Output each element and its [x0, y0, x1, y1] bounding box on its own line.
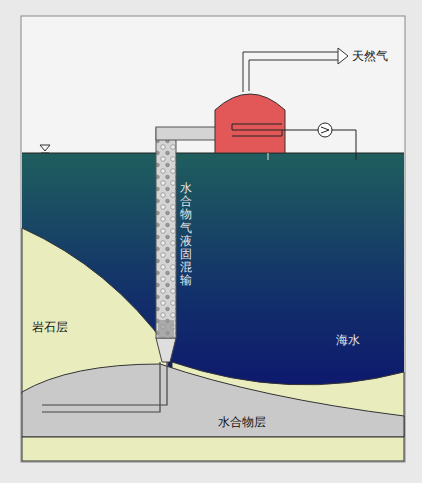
base-layer [22, 437, 404, 461]
horizontal-well [42, 362, 167, 405]
heat-coil [232, 124, 282, 136]
sea-surface [22, 153, 404, 154]
riser-pipe [156, 127, 217, 140]
pump-symbol [318, 123, 332, 137]
water-line [332, 130, 356, 160]
water-level-mark [40, 145, 50, 151]
seawater [22, 153, 404, 437]
rock-label: 岩石层 [32, 320, 68, 334]
gas-pipe [249, 60, 338, 91]
well-cone [156, 338, 176, 362]
gas-label: 天然气 [352, 49, 388, 63]
frame [21, 16, 405, 462]
gas-arrow [338, 48, 348, 64]
seawater-label: 海水 [336, 333, 360, 347]
flow-label: 水合物气液固混输 [180, 182, 192, 288]
hydrate-layer [22, 364, 404, 437]
riser-pipe [156, 128, 176, 338]
pump-symbol [321, 127, 329, 133]
water-line [282, 130, 318, 131]
water-level-mark [41, 153, 49, 154]
sediment-plug [158, 320, 174, 337]
drain-line [268, 153, 269, 160]
gas-pipe [243, 52, 338, 92]
hydrate-label: 水合物层 [218, 415, 266, 429]
separator-vessel [215, 94, 285, 153]
